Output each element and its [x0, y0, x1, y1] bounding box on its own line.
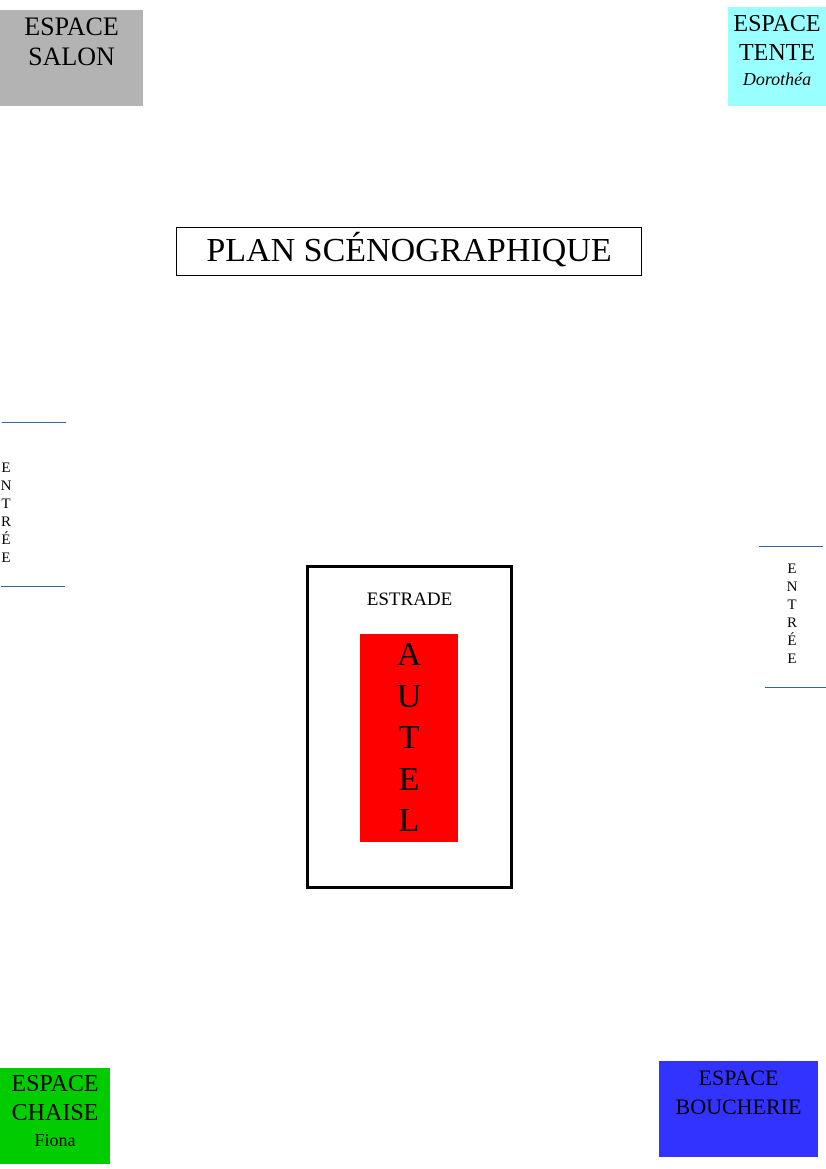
estrade-label: ESTRADE	[366, 589, 453, 610]
left-entrance-label: E N T R É E	[0, 459, 13, 567]
right-entrance-label: E N T R É E	[785, 560, 799, 668]
espace-tente: ESPACE TENTE Dorothéa	[728, 7, 826, 106]
left-entrance-letter: N	[0, 478, 12, 494]
right-entrance-letter: N	[786, 579, 798, 595]
espace-boucherie: ESPACE BOUCHERIE	[659, 1061, 818, 1157]
espace-tente-line2: TENTE	[739, 40, 815, 66]
right-entrance-letter: É	[787, 633, 797, 649]
espace-boucherie-line1: ESPACE	[698, 1065, 779, 1090]
espace-chaise-person: Fiona	[34, 1130, 76, 1150]
autel-letter: L	[398, 802, 420, 839]
espace-salon: ESPACE SALON	[0, 10, 143, 106]
espace-tente-person: Dorothéa	[742, 69, 812, 89]
espace-tente-line1: ESPACE	[733, 11, 821, 37]
right-entrance-bottom-line	[765, 687, 826, 688]
espace-chaise-line1: ESPACE	[11, 1071, 99, 1097]
estrade: ESTRADE A U T E L	[306, 565, 513, 889]
left-entrance-bottom-line	[1, 586, 65, 587]
espace-chaise: ESPACE CHAISE Fiona	[0, 1068, 110, 1164]
left-entrance-top-line	[2, 422, 66, 423]
autel-letter: T	[398, 719, 420, 756]
espace-salon-line1: ESPACE	[24, 12, 119, 41]
espace-boucherie-line2: BOUCHERIE	[675, 1094, 802, 1119]
left-entrance-letter: E	[1, 550, 11, 566]
autel-letter: U	[396, 677, 422, 715]
autel-letter: A	[396, 636, 422, 673]
autel: A U T E L	[360, 634, 458, 842]
right-entrance-letter: R	[786, 615, 797, 631]
autel-letter: E	[398, 760, 420, 798]
left-entrance-letter: R	[0, 514, 11, 530]
page-title: PLAN SCÉNOGRAPHIQUE	[176, 227, 642, 276]
right-entrance-top-line	[759, 546, 823, 547]
espace-salon-line2: SALON	[28, 42, 115, 71]
right-entrance-letter: E	[787, 561, 797, 577]
left-entrance-letter: É	[1, 532, 11, 548]
espace-chaise-line2: CHAISE	[11, 1100, 99, 1126]
left-entrance-letter: T	[1, 496, 11, 512]
right-entrance-letter: E	[787, 651, 797, 667]
right-entrance-letter: T	[787, 597, 797, 613]
left-entrance-letter: E	[1, 460, 11, 476]
